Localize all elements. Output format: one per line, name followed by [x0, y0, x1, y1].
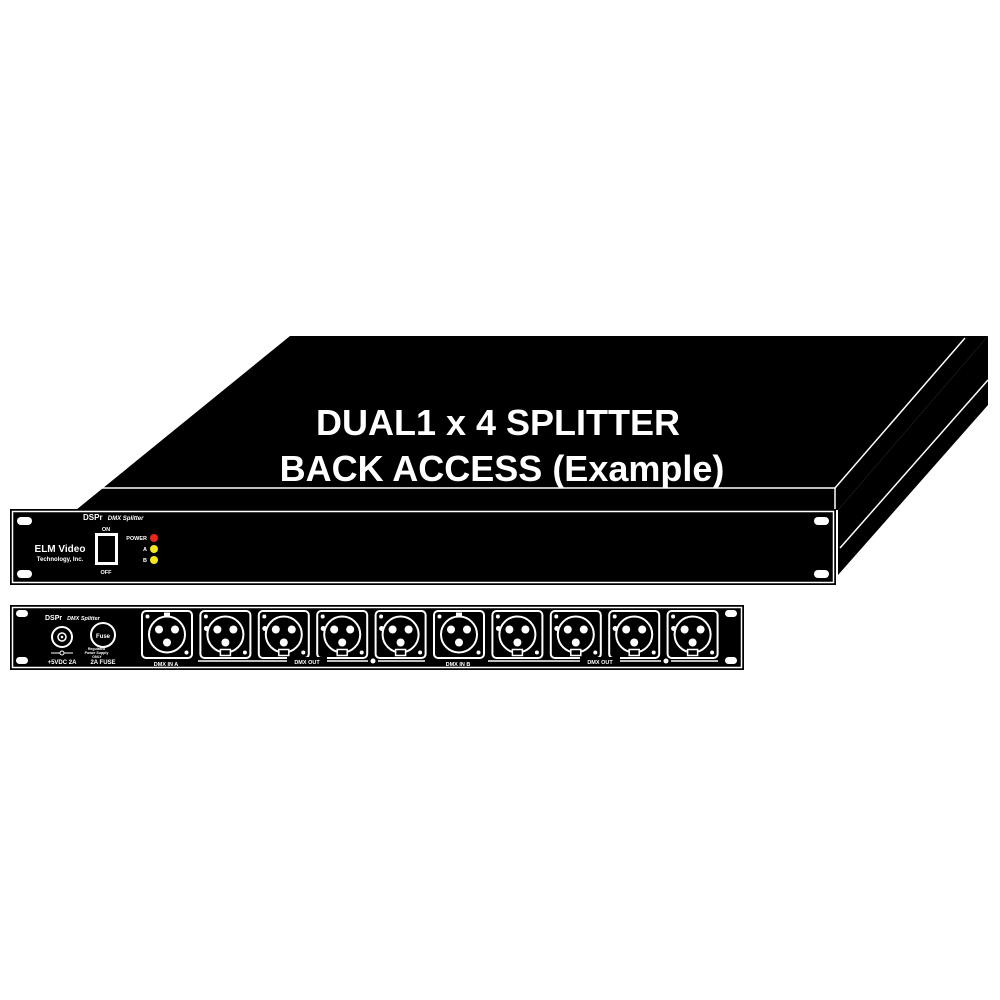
rack-hole: [17, 570, 32, 578]
dmx-in-b-label: DMX IN B: [446, 662, 471, 668]
power-led: [150, 534, 158, 542]
xlr-output-connector[interactable]: [549, 610, 602, 659]
rack-hole: [16, 657, 28, 664]
power-switch[interactable]: [95, 533, 118, 565]
dmx-out-label-1: DMX OUT: [294, 660, 320, 666]
led-power-label: POWER: [126, 536, 147, 542]
back-model: DSPr DMX Splitter: [45, 615, 101, 622]
xlr-input-connector[interactable]: [141, 610, 193, 659]
rack-hole: [16, 610, 28, 617]
rack-hole: [814, 570, 829, 578]
dc-power-jack[interactable]: [51, 626, 73, 648]
xlr-connector-group: [141, 610, 719, 659]
dc-polarity-icon: [51, 650, 73, 656]
xlr-output-connector[interactable]: [374, 610, 427, 659]
led-b: [150, 556, 158, 564]
chassis-edge-line: [839, 379, 989, 549]
dmx-in-a-label: DMX IN A: [154, 662, 179, 668]
xlr-output-connector[interactable]: [316, 610, 369, 659]
front-model: DSPr DMX Splitter: [83, 513, 144, 522]
dmx-out-label-2: DMX OUT: [587, 660, 613, 666]
rack-hole: [17, 517, 32, 525]
switch-off-label: OFF: [101, 570, 113, 576]
title-line-1: DUAL1 x 4 SPLITTER: [316, 402, 680, 443]
rack-hole: [725, 610, 737, 617]
chassis-side: [838, 336, 988, 575]
xlr-output-connector[interactable]: [666, 610, 719, 659]
svg-text:Fuse: Fuse: [96, 634, 111, 640]
led-b-label: B: [143, 558, 147, 564]
rack-hole: [814, 517, 829, 525]
xlr-output-connector[interactable]: [257, 610, 310, 659]
xlr-output-connector[interactable]: [199, 610, 252, 659]
led-a-label: A: [143, 547, 147, 553]
out-group-dot: [370, 658, 376, 664]
front-panel: DSPr DMX Splitter ELM Video Technology, …: [10, 509, 836, 585]
xlr-input-connector[interactable]: [433, 610, 485, 659]
xlr-output-connector[interactable]: [608, 610, 661, 659]
out-group-dot: [663, 658, 669, 664]
xlr-output-connector[interactable]: [491, 610, 544, 659]
brand-name: ELM Video: [35, 544, 86, 555]
rack-hole: [725, 657, 737, 664]
switch-on-label: ON: [102, 527, 110, 533]
chassis-top: [76, 336, 988, 510]
fuse-holder[interactable]: Fuse: [90, 622, 116, 648]
brand-subtitle: Technology, Inc.: [37, 557, 84, 563]
title-line-2: BACK ACCESS (Example): [280, 448, 725, 489]
led-a: [150, 545, 158, 553]
fuse-label: 2A FUSE: [90, 660, 115, 666]
power-label: +5VDC 2A: [48, 660, 78, 666]
regulated-note: Regulated Power Supply ONLY: [85, 647, 110, 659]
back-panel: DSPr DMX Splitter +5VDC 2A Fuse Regulate…: [10, 605, 744, 670]
